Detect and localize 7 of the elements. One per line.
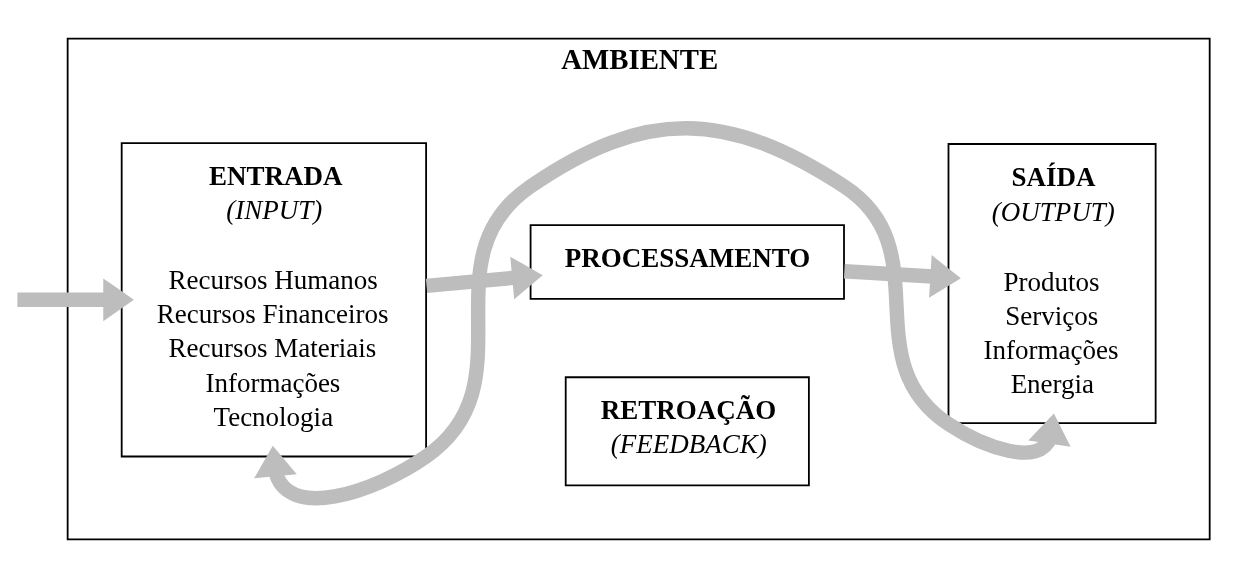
node-box: RETROAÇÃO (FEEDBACK) [564, 376, 810, 487]
arrow [843, 255, 961, 298]
node-box: ENTRADA (INPUT) Recursos Humanos Recursos Financeiros Recursos Materiais Informações Tecnologia [120, 142, 427, 458]
node-box: PROCESSAMENTO [529, 224, 845, 300]
arrow [17, 278, 134, 322]
node-box: SAÍDA (OUTPUT) Produtos Serviços Informações Energia [947, 143, 1157, 425]
arrow [254, 121, 1071, 505]
